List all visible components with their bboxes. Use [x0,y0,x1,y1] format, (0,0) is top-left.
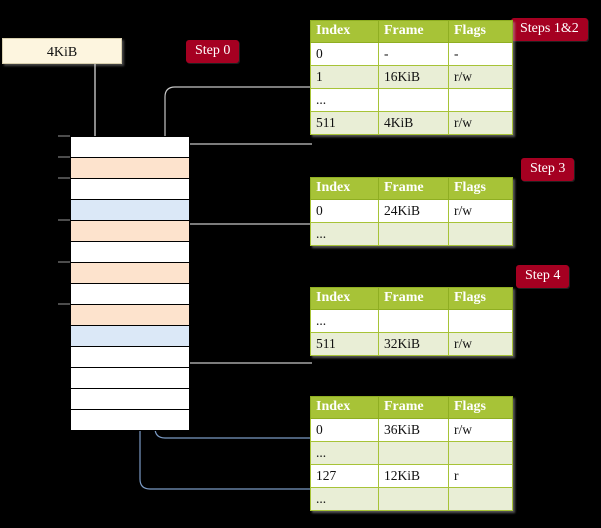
memory-row-ticks [58,135,70,305]
memory-cell-0[interactable] [71,136,189,157]
cell-flags-1: r/w [448,65,513,89]
cell-flags-2: r [448,464,513,488]
cell-flags-3: r/w [448,111,513,135]
column-header-frame: Frame [378,396,449,419]
step-badge-step-3: Step 3 [521,158,575,181]
cell-index-0: ... [310,309,379,333]
column-header-flags: Flags [448,396,513,419]
cell-frame-0: 24KiB [378,199,449,223]
cell-index-0: 0 [310,42,379,66]
column-header-index: Index [310,20,379,43]
memory-cell-11[interactable] [71,367,189,388]
cell-flags-3 [448,487,513,511]
virtual-address-label: 4KiB [46,45,78,60]
cell-flags-0: - [448,42,513,66]
wire-level0-row511-to-memory [171,143,312,158]
cell-flags-1: r/w [448,332,513,356]
cell-frame-3 [378,487,449,511]
table-row[interactable]: ... [310,487,513,511]
cell-frame-1 [378,441,449,465]
table-row[interactable]: ... [310,88,513,112]
physical-memory-column[interactable] [70,136,190,431]
step-badge-steps-1-2: Steps 1&2 [511,18,588,41]
column-header-frame: Frame [378,177,449,200]
cell-flags-0: r/w [448,418,513,442]
cell-flags-0: r/w [448,199,513,223]
cell-frame-1 [378,222,449,246]
cell-index-2: ... [310,88,379,112]
step-badge-step-4: Step 4 [516,265,570,288]
cell-index-1: ... [310,441,379,465]
cell-frame-0: 36KiB [378,418,449,442]
cell-index-0: 0 [310,418,379,442]
column-header-flags: Flags [448,20,513,43]
cell-frame-1: 16KiB [378,65,449,89]
memory-cell-9[interactable] [71,325,189,346]
memory-cell-5[interactable] [71,241,189,262]
cell-frame-3: 4KiB [378,111,449,135]
cell-index-2: 127 [310,464,379,488]
column-header-frame: Frame [378,20,449,43]
wire-level1-row0-to-memory [174,223,312,265]
cell-flags-1 [448,222,513,246]
cell-index-1: 511 [310,332,379,356]
column-header-index: Index [310,177,379,200]
cell-index-1: ... [310,222,379,246]
memory-cell-4[interactable] [71,220,189,241]
memory-cell-1[interactable] [71,157,189,178]
cell-frame-2 [378,88,449,112]
cell-index-3: ... [310,487,379,511]
cell-flags-0 [448,309,513,333]
wire-level2-row511-to-memory [174,309,312,364]
memory-cell-12[interactable] [71,388,189,409]
step-badge-step-0: Step 0 [186,40,240,63]
cell-index-3: 511 [310,111,379,135]
column-header-flags: Flags [448,287,513,310]
memory-cell-7[interactable] [71,283,189,304]
memory-cell-2[interactable] [71,178,189,199]
memory-cell-6[interactable] [71,262,189,283]
memory-cell-3[interactable] [71,199,189,220]
memory-cell-10[interactable] [71,346,189,367]
memory-cell-13[interactable] [71,409,189,430]
cell-frame-2: 12KiB [378,464,449,488]
table-row[interactable]: 0-- [310,42,513,66]
cell-flags-1 [448,441,513,465]
cell-flags-2 [448,88,513,112]
cell-frame-1: 32KiB [378,332,449,356]
cell-frame-0: - [378,42,449,66]
table-row[interactable]: ... [310,441,513,465]
table-row[interactable]: ... [310,222,513,246]
table-row[interactable]: ... [310,309,513,333]
column-header-index: Index [310,287,379,310]
cell-index-1: 1 [310,65,379,89]
memory-cell-8[interactable] [71,304,189,325]
column-header-index: Index [310,396,379,419]
cell-frame-0 [378,309,449,333]
column-header-frame: Frame [378,287,449,310]
virtual-address-box: 4KiB [2,38,122,64]
cell-index-0: 0 [310,199,379,223]
column-header-flags: Flags [448,177,513,200]
